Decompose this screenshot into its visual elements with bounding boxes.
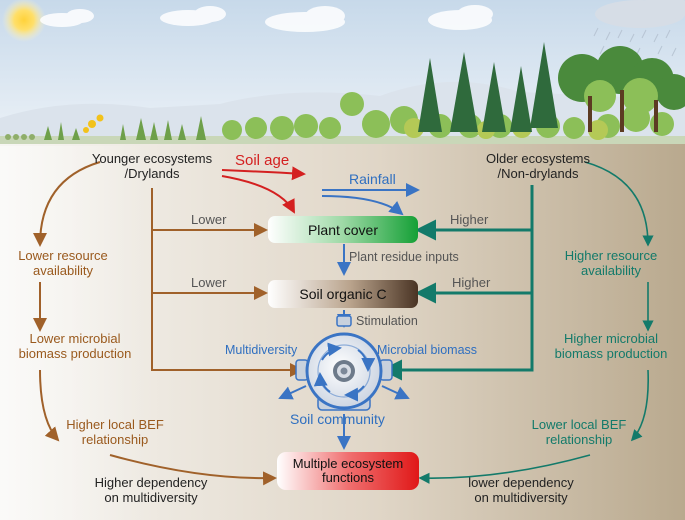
multidiversity-label: Multidiversity	[225, 343, 298, 357]
arrow-to-right-resource	[584, 161, 654, 247]
rain-cloud-icon	[595, 0, 685, 28]
left-microbial-label: Lower microbial biomass production	[18, 331, 132, 361]
soil-community-label: Soil community	[290, 411, 385, 427]
arrow-soil-age-right	[221, 166, 306, 181]
arrow-to-left-resource	[33, 161, 101, 247]
higher-soc-label: Higher	[452, 275, 491, 290]
arrow-to-soil-community-left	[151, 188, 304, 377]
right-dependency-label: lower dependency on multidiversity	[468, 475, 574, 505]
plant-cover-node: Plant cover	[307, 221, 379, 238]
arrow-to-left-bef	[39, 369, 60, 442]
soil-age-label: Soil age	[235, 152, 290, 169]
arrow-rainfall-plant-cover	[321, 195, 404, 216]
rainfall-label: Rainfall	[349, 171, 396, 187]
right-resource-label: Higher resource availability	[564, 248, 658, 278]
higher-plant-cover-label: Higher	[450, 212, 489, 227]
left-header: Younger ecosystems /Drylands	[91, 151, 213, 181]
cloud-icon	[40, 5, 493, 32]
soil-community-icon	[295, 315, 393, 411]
soil-organic-c-bg	[268, 280, 418, 308]
soil-organic-c-node: Soil organic C	[299, 286, 387, 302]
plant-residue-label: Plant residue inputs	[349, 250, 459, 264]
left-bef-label: Higher local BEF relationship	[66, 417, 164, 447]
arrow-soil-age-plant-cover	[221, 175, 295, 214]
sun-icon	[2, 0, 46, 42]
functions-bg	[277, 452, 419, 490]
left-dependency-label: Higher dependency on multidiversity	[94, 475, 208, 505]
multiple-functions-node: Multiple ecosystem functions	[292, 455, 404, 485]
arrow-to-functions-left	[109, 454, 277, 486]
arrow-to-right-bef	[630, 369, 649, 442]
microbial-biomass-label: Microbial biomass	[377, 343, 478, 357]
arrow-to-soil-community-right	[381, 185, 534, 381]
lower-soc-label: Lower	[191, 275, 227, 290]
lower-plant-cover-label: Lower	[191, 212, 227, 227]
vegetation-band	[0, 42, 685, 144]
plant-cover-bg	[268, 216, 418, 243]
left-resource-label: Lower resource availability	[18, 248, 108, 278]
arrow-to-functions-right	[418, 454, 591, 484]
right-header: Older ecosystems /Non-drylands	[485, 151, 591, 181]
right-bef-label: Lower local BEF relationship	[531, 417, 627, 447]
stimulation-label: Stimulation	[356, 314, 418, 328]
right-microbial-label: Higher microbial biomass production	[554, 331, 668, 361]
